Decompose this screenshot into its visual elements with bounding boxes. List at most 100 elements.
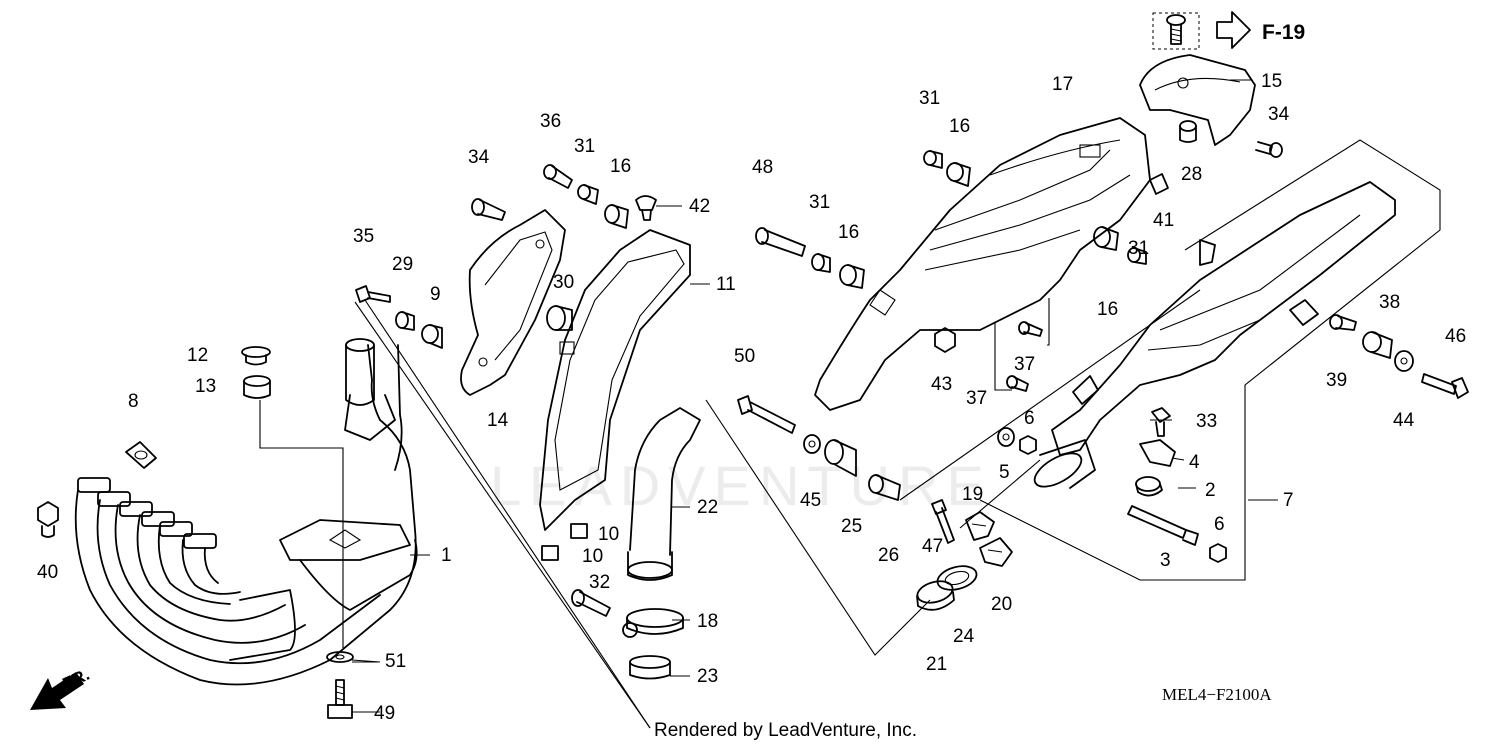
callout-50[interactable]: 50 <box>734 346 755 367</box>
callout-4[interactable]: 4 <box>1189 452 1200 473</box>
callout-14[interactable]: 14 <box>487 410 509 431</box>
part-band-18[interactable] <box>622 608 684 638</box>
part-collar-31a[interactable] <box>577 184 599 205</box>
part-clip-10a[interactable] <box>570 523 588 539</box>
part-collar-31d[interactable] <box>1127 247 1147 265</box>
part-nut-6a[interactable] <box>1019 435 1037 455</box>
callout-31d[interactable]: 31 <box>1128 238 1149 259</box>
callout-16b[interactable]: 16 <box>838 222 859 243</box>
part-exhaust-pipe[interactable] <box>74 338 418 686</box>
callout-12[interactable]: 12 <box>187 345 208 366</box>
callout-29[interactable]: 29 <box>392 254 413 275</box>
callout-19[interactable]: 19 <box>962 484 983 505</box>
callout-37b[interactable]: 37 <box>966 388 987 409</box>
callout-31c[interactable]: 31 <box>919 88 940 109</box>
callout-46[interactable]: 46 <box>1445 326 1466 347</box>
part-rubber-16a[interactable] <box>604 204 629 229</box>
callout-11[interactable]: 11 <box>716 274 736 295</box>
callout-51[interactable]: 51 <box>385 651 406 672</box>
part-stay-4[interactable] <box>1139 439 1176 467</box>
part-bolt-49[interactable] <box>327 679 353 719</box>
callout-16a[interactable]: 16 <box>610 156 631 177</box>
callout-10b[interactable]: 10 <box>582 546 603 567</box>
part-bolt-32[interactable] <box>571 589 611 617</box>
part-bolt-47[interactable] <box>931 499 955 544</box>
part-collar-31c[interactable] <box>923 150 943 169</box>
callout-37a[interactable]: 37 <box>1014 354 1035 375</box>
part-rubber-16d[interactable] <box>1093 226 1119 251</box>
callout-38[interactable]: 38 <box>1379 292 1400 313</box>
part-bolt-34b[interactable] <box>1255 141 1283 158</box>
callout-1[interactable]: 1 <box>441 545 452 566</box>
part-rubber-38[interactable] <box>1362 331 1393 359</box>
part-collar-26[interactable] <box>868 474 901 501</box>
part-gasket-20[interactable] <box>979 537 1013 567</box>
part-rubber-25[interactable] <box>824 439 857 477</box>
callout-24[interactable]: 24 <box>953 626 975 647</box>
callout-49[interactable]: 49 <box>374 703 395 724</box>
part-gasket-8[interactable] <box>125 441 157 469</box>
part-gasket-21[interactable] <box>915 578 955 611</box>
reference-f19[interactable]: F-19 <box>1152 11 1305 50</box>
part-muffler-cover-11[interactable] <box>539 229 691 531</box>
part-grommet-12[interactable] <box>241 346 271 366</box>
callout-42[interactable]: 42 <box>689 196 710 217</box>
part-joint-pipe-22[interactable] <box>627 407 701 581</box>
part-washer-45[interactable] <box>803 434 821 454</box>
part-sensor-3[interactable] <box>1127 505 1199 546</box>
part-rubber-16b[interactable] <box>839 264 865 289</box>
part-bolt-35[interactable] <box>355 285 391 303</box>
callout-35[interactable]: 35 <box>353 226 374 247</box>
callout-7[interactable]: 7 <box>1283 490 1294 511</box>
callout-33[interactable]: 33 <box>1196 411 1217 432</box>
callout-13[interactable]: 13 <box>195 376 216 397</box>
part-clip-10b[interactable] <box>541 545 559 561</box>
callout-6b[interactable]: 6 <box>1214 514 1225 535</box>
callout-16d[interactable]: 16 <box>1097 299 1118 320</box>
part-bolt-33[interactable] <box>1151 407 1171 437</box>
part-rubber-16c[interactable] <box>946 162 971 187</box>
callout-22[interactable]: 22 <box>697 497 718 518</box>
part-bolt-37b[interactable] <box>1006 375 1029 392</box>
part-clip-42[interactable] <box>635 195 657 221</box>
callout-34b[interactable]: 34 <box>1268 104 1290 125</box>
part-collar-29[interactable] <box>395 311 415 331</box>
callout-21[interactable]: 21 <box>926 654 947 675</box>
callout-31b[interactable]: 31 <box>809 192 830 213</box>
part-protector-15[interactable] <box>1139 54 1256 146</box>
part-bolt-36[interactable] <box>543 164 573 189</box>
callout-32[interactable]: 32 <box>589 572 610 593</box>
callout-17[interactable]: 17 <box>1052 74 1073 95</box>
callout-48[interactable]: 48 <box>752 157 773 178</box>
callout-5[interactable]: 5 <box>999 462 1010 483</box>
callout-25[interactable]: 25 <box>841 516 862 537</box>
callout-9[interactable]: 9 <box>430 284 441 305</box>
part-heat-shield-17[interactable] <box>814 117 1151 411</box>
callout-28[interactable]: 28 <box>1181 164 1202 185</box>
part-bolt-50[interactable] <box>737 395 796 434</box>
part-nut-40[interactable] <box>37 501 59 538</box>
part-washer-51[interactable] <box>326 651 354 663</box>
part-stay-bracket[interactable] <box>1072 375 1099 405</box>
callout-20[interactable]: 20 <box>991 594 1012 615</box>
callout-6a[interactable]: 6 <box>1024 408 1035 429</box>
part-bolt-46[interactable] <box>1421 373 1469 399</box>
callout-36[interactable]: 36 <box>540 111 561 132</box>
callout-8[interactable]: 8 <box>128 391 139 412</box>
part-grommet-13[interactable] <box>243 375 271 399</box>
part-clip-41[interactable] <box>1149 173 1169 195</box>
part-washer-5[interactable] <box>997 427 1015 447</box>
part-gasket-24[interactable] <box>935 562 979 594</box>
callout-2[interactable]: 2 <box>1205 480 1216 501</box>
callout-40[interactable]: 40 <box>37 562 58 583</box>
part-collar-28[interactable] <box>1179 120 1197 143</box>
callout-30[interactable]: 30 <box>553 272 574 293</box>
callout-43[interactable]: 43 <box>931 374 952 395</box>
part-bolt-48[interactable] <box>755 227 806 257</box>
callout-3[interactable]: 3 <box>1160 550 1171 571</box>
callout-18[interactable]: 18 <box>697 611 718 632</box>
callout-44[interactable]: 44 <box>1393 410 1415 431</box>
callout-39[interactable]: 39 <box>1326 370 1347 391</box>
part-cap-2[interactable] <box>1135 476 1163 497</box>
part-gasket-23[interactable] <box>629 655 671 680</box>
